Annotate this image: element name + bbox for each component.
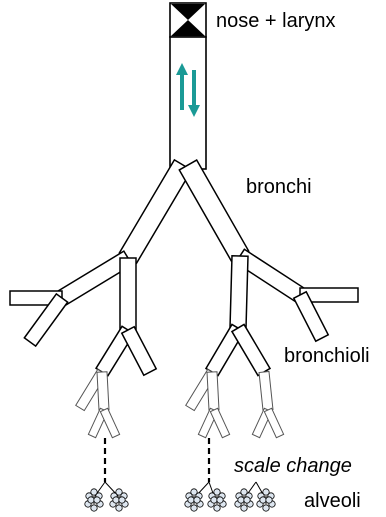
- bronchiole-right-b: [232, 324, 270, 375]
- left-bronchus-down: [120, 258, 136, 330]
- bronchial-tree: [10, 160, 358, 438]
- bronchiole-small-4: [207, 372, 219, 411]
- label-scale-change: scale change: [234, 455, 352, 477]
- alveoli-clusters: [85, 482, 275, 511]
- alveolus-cluster-2: [110, 489, 128, 511]
- left-main-bronchus: [119, 160, 191, 263]
- alveolus-cluster-4: [208, 489, 226, 511]
- right-bronchus-down: [230, 256, 248, 328]
- terminal-bronchiole-6: [264, 408, 283, 437]
- label-nose-larynx: nose + larynx: [216, 10, 336, 32]
- label-bronchi: bronchi: [246, 176, 312, 198]
- alveolus-cluster-6: [257, 489, 275, 511]
- scale-change-lines: [105, 438, 209, 482]
- bronchiole-small-2: [97, 372, 109, 411]
- trachea: [170, 3, 206, 169]
- alveolus-cluster-5: [235, 489, 253, 511]
- label-bronchioli: bronchioli: [284, 345, 370, 367]
- alveolus-cluster-1: [85, 489, 103, 511]
- label-alveoli: alveoli: [304, 490, 361, 512]
- terminal-bronchiole-4: [210, 408, 229, 437]
- terminal-bronchiole-2: [100, 408, 119, 437]
- right-main-bronchus: [179, 160, 248, 261]
- bronchiole-small-5: [259, 371, 273, 410]
- alveolus-cluster-3: [185, 489, 203, 511]
- bronchiole-left-b: [122, 327, 156, 375]
